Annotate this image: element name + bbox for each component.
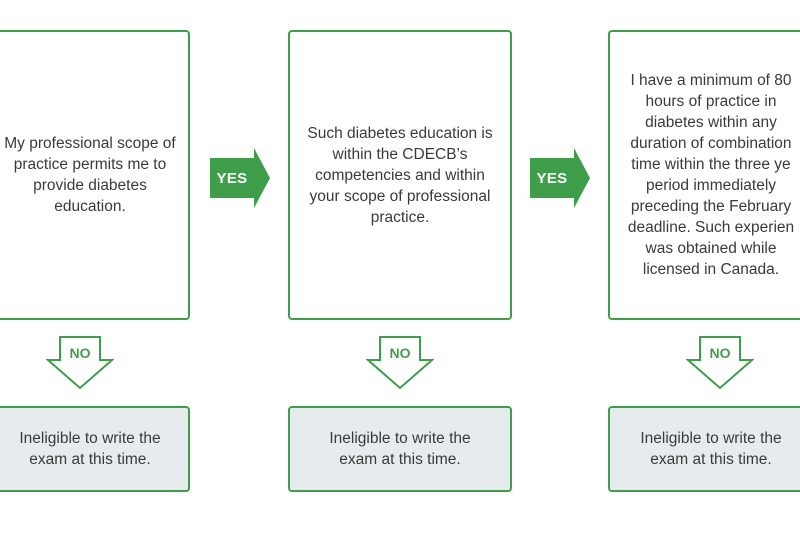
no-label: NO [389,345,411,361]
outcome-text: Ineligible to write the exam at this tim… [640,430,782,468]
criterion-text: Such diabetes education is within the CD… [307,124,493,226]
outcome-box-ineligible: Ineligible to write the exam at this tim… [0,406,190,492]
down-arrow-icon [45,336,115,390]
no-label: NO [69,345,91,361]
down-arrow-icon [685,336,755,390]
yes-arrow: YES [530,148,590,208]
outcome-text: Ineligible to write the exam at this tim… [329,430,471,468]
yes-arrow: YES [210,148,270,208]
criterion-text: My professional scope of practice permit… [4,135,176,215]
outcome-text: Ineligible to write the exam at this tim… [19,430,161,468]
no-arrow: NO [365,336,435,390]
criterion-box-practice-hours: I have a minimum of 80 hours of practice… [608,30,800,320]
criterion-box-cdecb-competencies: Such diabetes education is within the CD… [288,30,512,320]
yes-label: YES [216,169,248,187]
right-arrow-icon [530,148,590,208]
no-label: NO [709,345,731,361]
criterion-text: I have a minimum of 80 hours of practice… [627,72,795,278]
no-arrow: NO [45,336,115,390]
outcome-box-ineligible: Ineligible to write the exam at this tim… [608,406,800,492]
no-arrow: NO [685,336,755,390]
yes-label: YES [536,169,568,187]
outcome-box-ineligible: Ineligible to write the exam at this tim… [288,406,512,492]
criterion-box-scope-of-practice: My professional scope of practice permit… [0,30,190,320]
right-arrow-icon [210,148,270,208]
down-arrow-icon [365,336,435,390]
